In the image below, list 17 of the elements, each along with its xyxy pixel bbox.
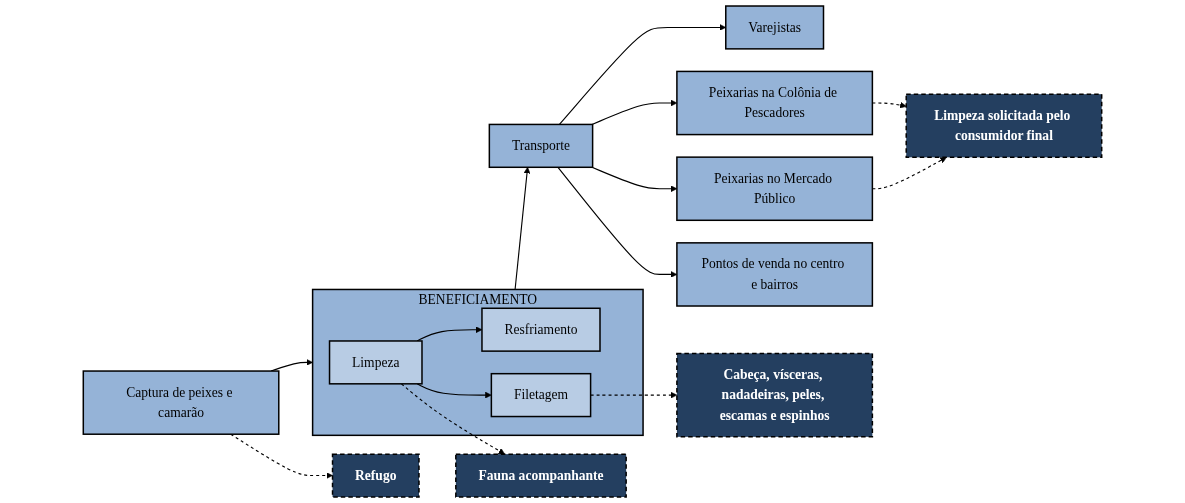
node-box: Refugo (331, 453, 420, 498)
node-box: Captura de peixes e camarão (82, 370, 280, 435)
node-box: Fauna acompanhante (455, 453, 627, 498)
node-box: Transporte (488, 123, 594, 169)
node-box: Pontos de venda no centro e bairros (676, 242, 874, 307)
node-box: Limpeza (328, 340, 423, 385)
arrow (514, 167, 531, 291)
arrow (416, 383, 492, 399)
node-box: Peixarias na Colônia de Pescadores (676, 70, 874, 136)
node-box: Resfriamento (481, 307, 601, 352)
node-box: Peixarias no Mercado Público (676, 156, 874, 222)
node-box: Limpeza solicitada pelo consumidor final (905, 93, 1103, 159)
node-box: Filetagem (490, 372, 592, 418)
node-box: Cabeça, vísceras, nadadeiras, peles, escamas e espinhos (676, 352, 874, 438)
arrow (400, 383, 506, 455)
node-box: Varejistas (725, 5, 825, 50)
arrow (230, 433, 333, 479)
